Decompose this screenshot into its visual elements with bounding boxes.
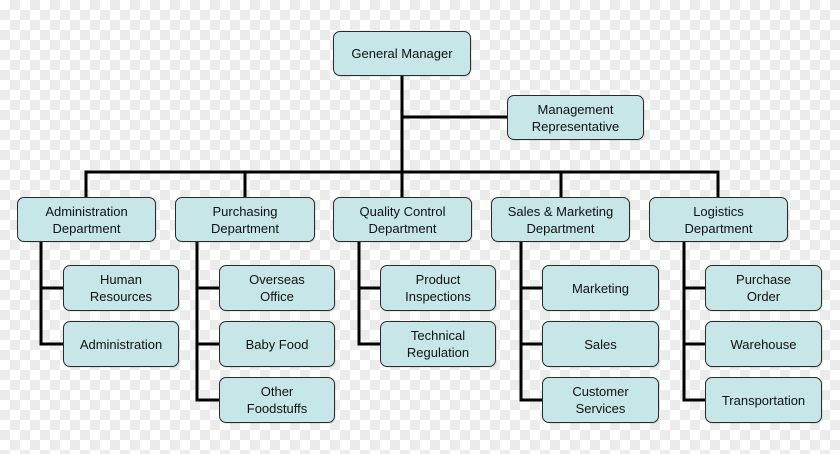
child-administration: Administration	[63, 321, 179, 367]
child-overseas-office: Overseas Office	[219, 265, 335, 311]
dept-purchasing: Purchasing Department	[175, 197, 315, 242]
node-management-representative: Management Representative	[507, 95, 644, 140]
dept-administration: Administration Department	[17, 197, 156, 242]
dept-logistics: Logistics Department	[649, 197, 788, 242]
child-purchase-order: Purchase Order	[705, 265, 822, 311]
child-sales: Sales	[542, 321, 659, 367]
dept-sales-marketing: Sales & Marketing Department	[491, 197, 630, 242]
child-warehouse: Warehouse	[705, 321, 822, 367]
dept-quality-control: Quality Control Department	[333, 197, 472, 242]
child-product-inspections: Product Inspections	[380, 265, 496, 311]
child-customer-services: Customer Services	[542, 377, 659, 423]
child-marketing: Marketing	[542, 265, 659, 311]
child-human-resources: Human Resources	[63, 265, 179, 311]
child-technical-regulation: Technical Regulation	[380, 321, 496, 367]
child-transportation: Transportation	[705, 377, 822, 423]
node-general-manager: General Manager	[333, 31, 471, 76]
child-other-foodstuffs: Other Foodstuffs	[219, 377, 335, 423]
child-baby-food: Baby Food	[219, 321, 335, 367]
